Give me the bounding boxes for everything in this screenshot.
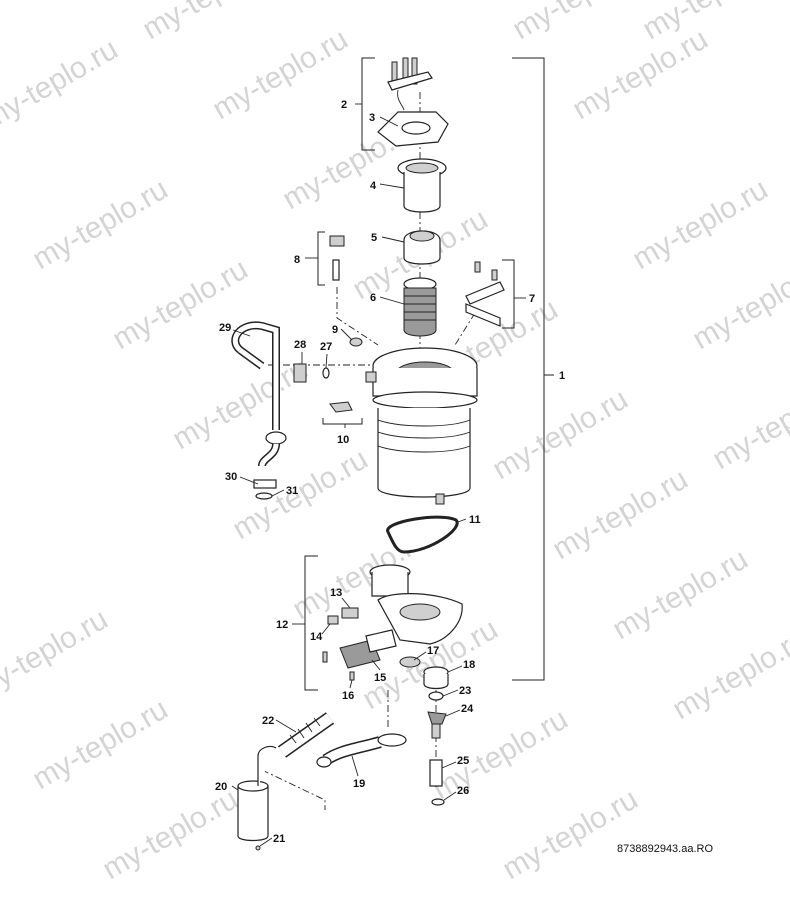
nut	[349, 337, 363, 347]
callout-17: 17	[427, 645, 439, 657]
watermark-text: my-teplo.ru	[0, 32, 123, 136]
siphon-box	[237, 745, 277, 842]
document-reference: 8738892943.aa.RO	[617, 843, 713, 855]
burner-tube	[397, 158, 447, 213]
washer-lower	[431, 798, 445, 806]
burner-mesh	[403, 277, 437, 337]
callout-5: 5	[371, 232, 377, 244]
watermark-text: my-teplo.ru	[227, 442, 373, 546]
callout-23: 23	[459, 685, 471, 697]
callout-8: 8	[294, 254, 300, 266]
watermark-text: my-teplo.ru	[27, 172, 173, 276]
mounting-bracket	[465, 261, 505, 327]
screw	[322, 651, 328, 663]
watermark-text: my-teplo.ru	[27, 692, 173, 796]
clip	[293, 363, 307, 383]
callout-13: 13	[330, 587, 342, 599]
drain-connector	[253, 443, 280, 500]
callout-22: 22	[262, 715, 274, 727]
callout-15: 15	[374, 672, 386, 684]
leader-lines	[231, 103, 526, 847]
callout-19: 19	[353, 778, 365, 790]
callout-7: 7	[529, 293, 535, 305]
watermark-text: my-teplo.ru	[627, 172, 773, 276]
gasket-plate-hole	[401, 121, 431, 135]
axis-bracket	[454, 312, 476, 346]
axis-elbow	[261, 769, 326, 810]
corrugated-hose	[277, 712, 335, 758]
bracket-7	[502, 259, 515, 329]
drain-pipe	[316, 733, 407, 768]
watermark-text: my-teplo.ru	[687, 252, 790, 356]
bottom-screw	[255, 845, 261, 851]
watermark-text: my-teplo.ru	[507, 0, 653, 46]
axis-sensor	[336, 287, 379, 346]
electrode-set	[387, 57, 433, 111]
condensate-trap	[369, 564, 463, 645]
valve	[427, 711, 447, 739]
callout-10: 10	[337, 434, 349, 446]
callout-21: 21	[273, 833, 285, 845]
watermark-text: my-teplo.ru	[207, 22, 353, 126]
burner-head	[403, 230, 441, 265]
callout-20: 20	[215, 781, 227, 793]
filter	[339, 629, 397, 669]
callout-11: 11	[469, 514, 481, 526]
fitting	[341, 607, 359, 619]
callout-14: 14	[310, 631, 323, 643]
callout-1: 1	[559, 370, 565, 382]
callout-24: 24	[461, 703, 474, 715]
callout-30: 30	[225, 471, 237, 483]
watermark-text: my-teplo.ru	[427, 702, 573, 806]
watermark-text: my-teplo.ru	[487, 382, 633, 486]
watermark-text: my-teplo.ru	[607, 542, 753, 646]
watermark-text: my-teplo.ru	[567, 22, 713, 126]
callout-12: 12	[276, 619, 288, 631]
bracket-10	[322, 418, 363, 425]
cell-gasket	[386, 515, 459, 554]
o-ring	[322, 367, 330, 379]
washer	[428, 691, 444, 701]
watermark-text: my-teplo.ru	[637, 0, 783, 46]
sensor	[329, 235, 345, 281]
coupling	[429, 759, 443, 787]
clip-part	[329, 401, 353, 413]
watermark-text: my-teplo.ru	[707, 372, 790, 476]
callout-3: 3	[369, 112, 375, 124]
callout-16: 16	[342, 690, 354, 702]
callout-29: 29	[219, 322, 231, 334]
watermark-text: my-teplo.ru	[97, 782, 243, 886]
callout-9: 9	[332, 324, 338, 336]
screw-lower	[349, 671, 355, 681]
callout-27: 27	[320, 341, 332, 353]
watermark-text: my-teplo.ru	[547, 462, 693, 566]
callout-2: 2	[341, 99, 347, 111]
callout-28: 28	[294, 339, 306, 351]
fitting-small	[327, 615, 339, 625]
callout-25: 25	[457, 755, 469, 767]
callout-26: 26	[457, 785, 469, 797]
heat-cell-body	[365, 347, 478, 505]
watermark-text: my-teplo.ru	[0, 602, 113, 706]
cap	[423, 666, 449, 690]
watermark-text: my-teplo.ru	[667, 622, 790, 726]
bracket-12	[304, 555, 318, 691]
watermark-text: my-teplo.ru	[137, 0, 283, 46]
bracket-1	[512, 57, 545, 681]
callout-6: 6	[370, 292, 376, 304]
callout-31: 31	[286, 485, 298, 497]
callout-4: 4	[370, 180, 377, 192]
watermark-text: my-teplo.ru	[167, 352, 313, 456]
watermark-text: my-teplo.ru	[497, 782, 643, 886]
callout-18: 18	[463, 659, 475, 671]
bracket-8	[317, 231, 325, 286]
